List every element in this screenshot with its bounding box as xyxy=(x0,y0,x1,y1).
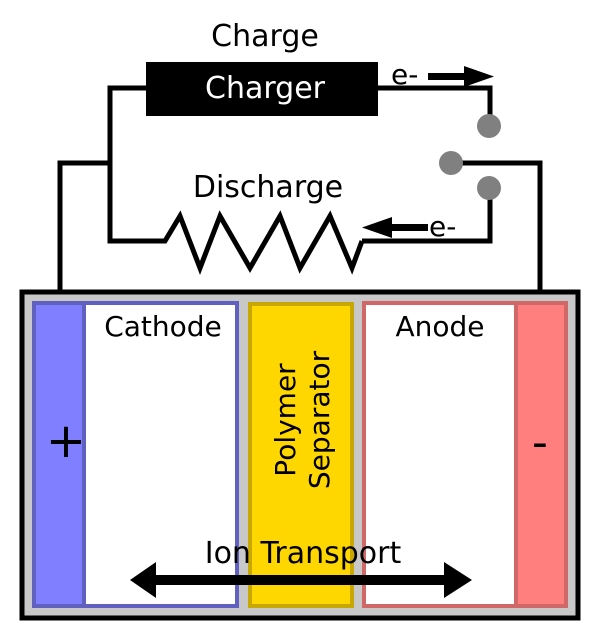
polymer-separator xyxy=(248,302,354,608)
ion-transport-label: Ion Transport xyxy=(205,536,402,571)
charger-label: Charger xyxy=(205,71,326,106)
negative-terminal-sign: - xyxy=(532,417,548,468)
switch-pivot xyxy=(439,151,463,175)
electron-arrow-right xyxy=(428,66,494,87)
electron-arrow-left xyxy=(362,217,428,238)
cathode-current-collector xyxy=(32,301,86,608)
anode-label: Anode xyxy=(395,310,484,343)
charger-box xyxy=(146,62,378,116)
circuit-wires xyxy=(57,85,543,300)
separator-label-line2: Separator xyxy=(303,350,336,489)
switch-contact-discharge xyxy=(477,176,501,200)
wire-switch-to-anode xyxy=(451,160,543,300)
anode xyxy=(362,301,518,608)
discharge-label: Discharge xyxy=(193,170,343,205)
resistor xyxy=(160,210,365,275)
separator-label-line1: Polymer xyxy=(269,363,302,477)
wire-to-cathode xyxy=(57,160,110,300)
wire-charger-to-switch xyxy=(378,85,493,120)
charge-label: Charge xyxy=(211,19,319,54)
ion-transport-arrow xyxy=(130,562,472,598)
anode-current-collector xyxy=(514,301,568,608)
wire-switch-to-resistor xyxy=(362,190,493,244)
switch-contact-charge xyxy=(477,114,501,138)
cathode xyxy=(82,301,239,608)
cathode-label: Cathode xyxy=(104,310,222,343)
electron-label-bottom: e- xyxy=(429,210,456,243)
electron-label-top: e- xyxy=(391,58,418,91)
positive-terminal-sign: + xyxy=(46,413,86,469)
